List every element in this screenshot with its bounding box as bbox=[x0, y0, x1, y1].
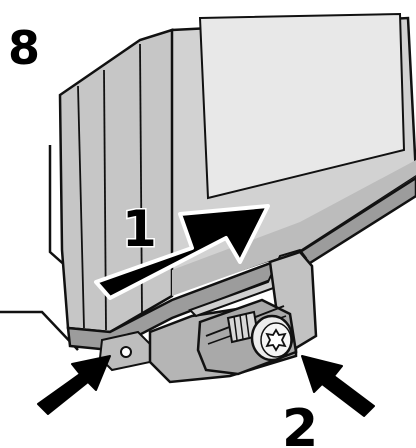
arrow-pointer-right-icon bbox=[301, 355, 375, 417]
door-edge bbox=[58, 28, 174, 334]
arrow-pointer-left-icon bbox=[37, 355, 111, 415]
door-bottom-edge bbox=[66, 176, 416, 352]
arrow-right-up-icon bbox=[94, 204, 270, 300]
step-number: 8 bbox=[8, 21, 40, 75]
left-bracket-hole bbox=[120, 346, 132, 358]
callout-number-1: 1 bbox=[122, 200, 157, 258]
door-shading bbox=[172, 160, 416, 296]
torx-screw-icon bbox=[226, 310, 294, 362]
door-grooves bbox=[77, 30, 173, 331]
door-inner-panel bbox=[198, 12, 406, 200]
callout-number-2: 2 bbox=[282, 399, 318, 448]
